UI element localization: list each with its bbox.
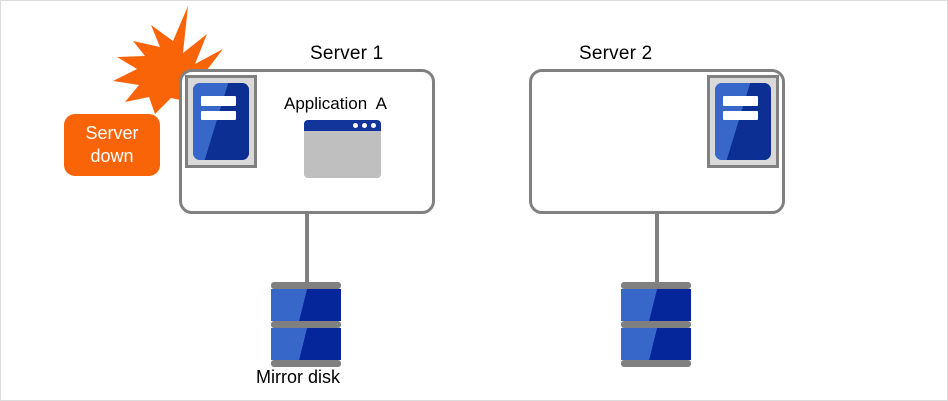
mirror-disk-rail-top [271,282,341,289]
server-2-chassis-bar-2 [722,110,758,121]
server-2-chassis [715,83,771,160]
server-2-disk-rail-mid [621,321,691,328]
alert-line-1: Server [85,123,139,143]
server-1-chassis-shade [193,83,249,160]
server-2-disk-rail-top [621,282,691,289]
server-1-chassis-bar-1 [200,96,236,106]
server-1-chassis-bar-2 [200,110,236,121]
server-2-title: Server 2 [579,43,653,64]
server-2-disk-connector [655,214,659,286]
alert-line-2: down [90,146,134,166]
server-1-title: Server 1 [310,43,384,64]
window-dot-3 [371,123,376,128]
mirror-disk-platter-1 [271,289,341,321]
mirror-disk-rail-bottom [271,360,341,367]
application-window-body [304,131,381,178]
server-2-machine-icon [707,75,779,168]
server-2-disk-platter-2 [621,328,691,360]
application-window-icon [304,120,381,178]
server-1-disk-connector [305,214,309,286]
mirror-disk-platter-2 [271,328,341,360]
status-badge-server-down: Server down [64,114,160,176]
server-2-disk-platter-1 [621,289,691,321]
mirror-disk-label: Mirror disk [256,367,340,387]
server-2-chassis-bar-1 [722,96,758,106]
mirror-disk-rail-mid [271,321,341,328]
application-window-titlebar [304,120,381,131]
server-1-machine-icon [185,75,257,168]
server-2-chassis-shade [715,83,771,160]
server-1-chassis [193,83,249,160]
application-a-label: Application A [284,94,388,113]
server-2-disk-rail-bottom [621,360,691,367]
server-2-disk-icon [621,282,691,367]
window-dot-1 [353,123,358,128]
mirror-disk-icon [271,282,341,367]
window-dot-2 [362,123,367,128]
